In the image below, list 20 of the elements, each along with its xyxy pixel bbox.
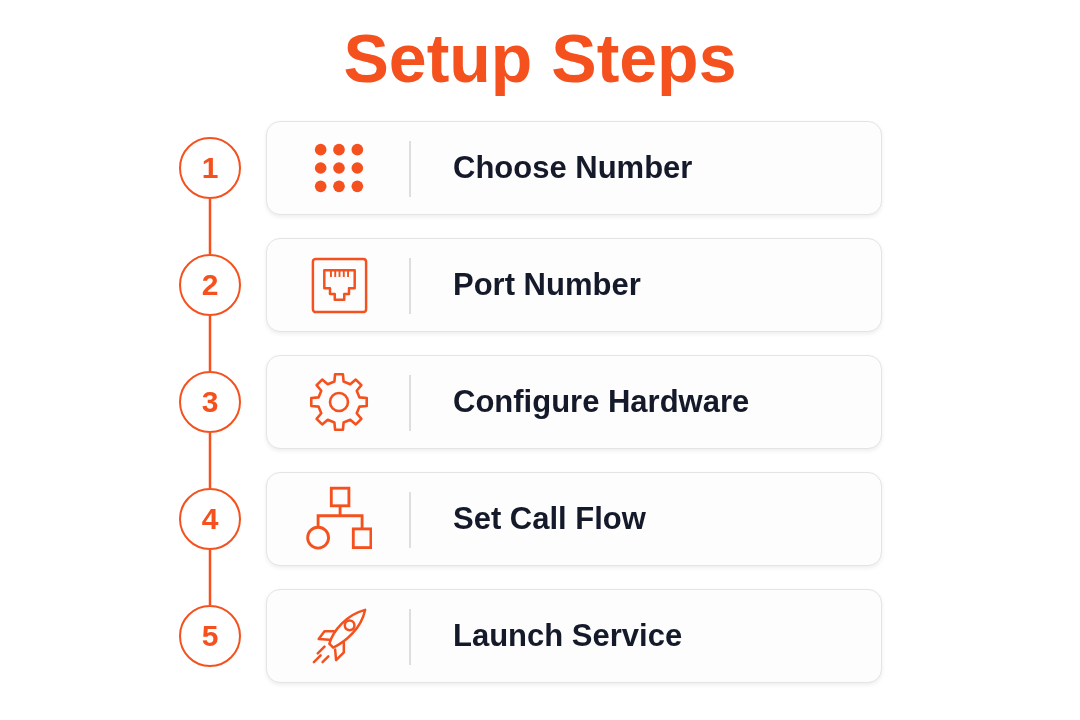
connector-line: [208, 550, 212, 605]
step-card: [266, 355, 882, 449]
step-number-circle: 1: [179, 137, 241, 199]
step-number-circle: 5: [179, 605, 241, 667]
connector-line: [208, 316, 212, 371]
step-card: [266, 121, 882, 215]
step-card: [266, 589, 882, 683]
step-card: [266, 238, 882, 332]
title: Setup Steps: [343, 19, 737, 98]
step-label: Choose Number: [453, 150, 693, 186]
connector-line: [208, 199, 212, 254]
step-label: Set Call Flow: [453, 501, 646, 537]
step-number-circle: 4: [179, 488, 241, 550]
step-number-circle: 3: [179, 371, 241, 433]
step-number-circle: 2: [179, 254, 241, 316]
step-label: Port Number: [453, 267, 641, 303]
step-label: Configure Hardware: [453, 384, 750, 420]
connector-line: [208, 433, 212, 488]
step-card: [266, 472, 882, 566]
step-label: Launch Service: [453, 618, 683, 654]
